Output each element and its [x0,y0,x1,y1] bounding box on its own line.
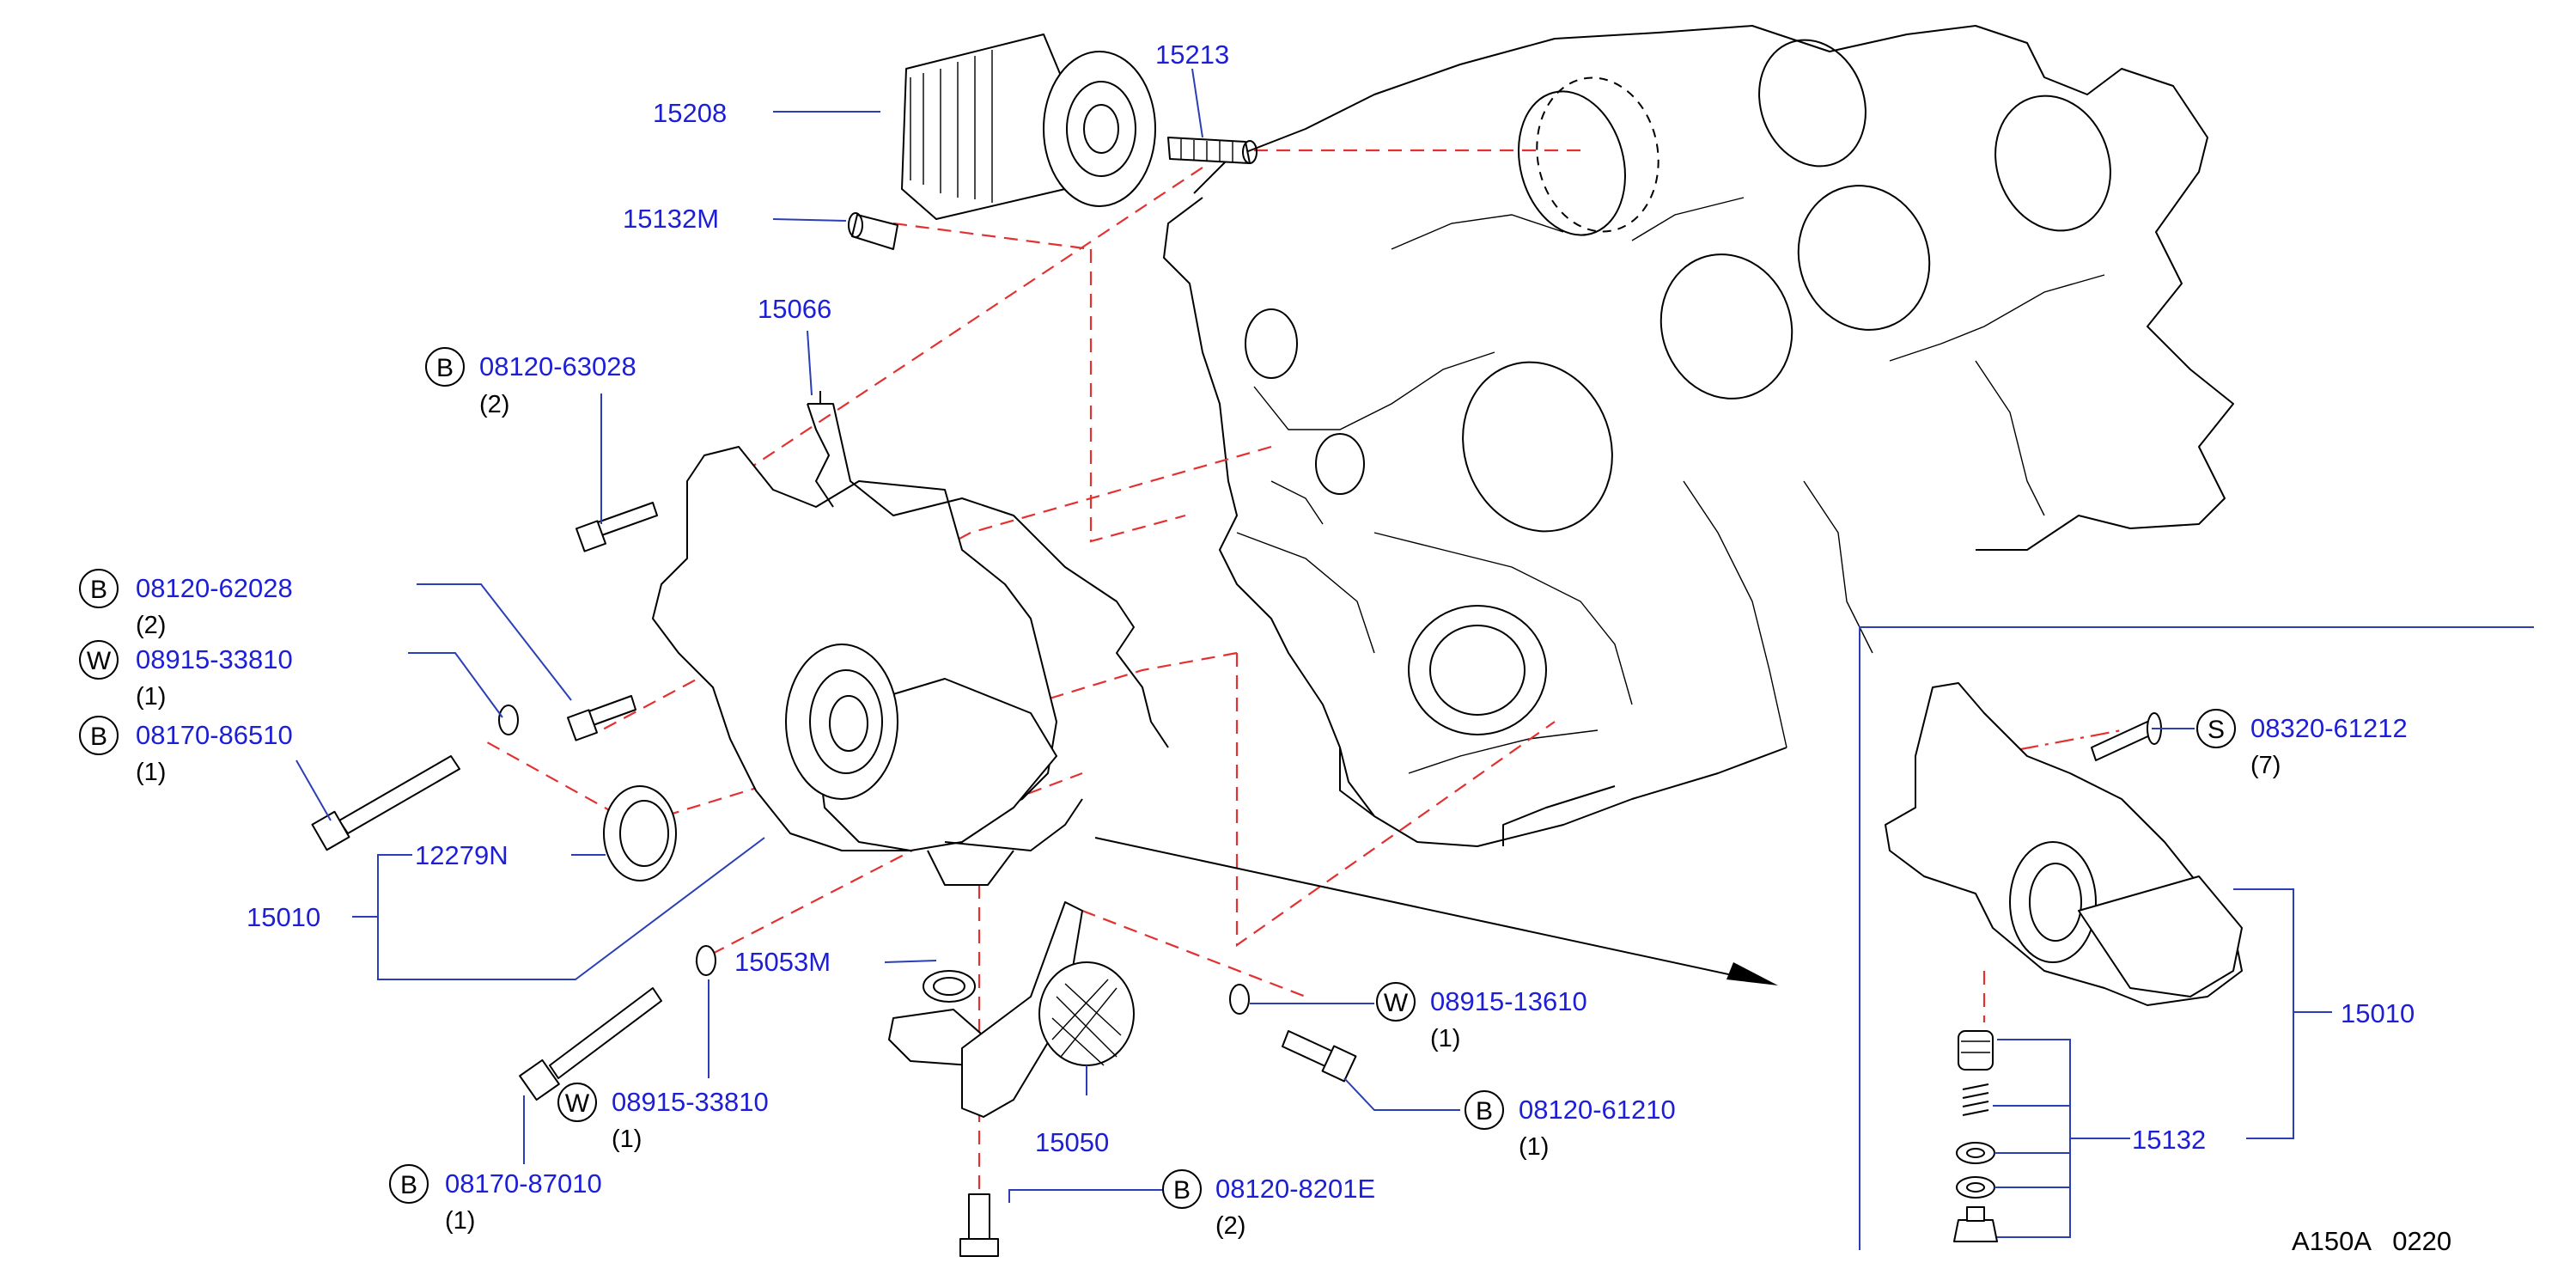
label-15066: 15066 [758,294,831,324]
fastener-quantity: (1) [612,1126,642,1153]
fastener-quantity: (2) [1215,1212,1245,1240]
fastener-symbol: B [90,576,107,604]
label-15213: 15213 [1155,40,1229,70]
oil-filter-drawing [901,34,1156,220]
stud-drawing [1167,137,1258,164]
fastener-part-number: 08915-33810 [612,1087,769,1117]
fastener-symbol: W [87,647,112,675]
fastener-callout: S 08320-61212 (7) [2196,709,2408,779]
fastener-symbol: B [1476,1097,1493,1126]
fastener-part-number: 08120-63028 [479,351,636,381]
fastener-quantity: (1) [1430,1025,1460,1052]
fastener-callout: B 08120-62028 (2) [79,569,293,639]
part-labels: 15208 15213 15132M 15066 12279N 15010 15… [247,40,2415,1157]
oil-strainer-drawing [888,901,1135,1118]
fastener-quantity: (7) [2250,752,2281,779]
fastener-callout: B 08170-87010 (1) [389,1164,602,1235]
diagram-code: A150A 0220 [2292,1226,2451,1256]
gasket-drawing [807,391,1169,748]
oil-seal-drawing [603,785,677,882]
label-15053M: 15053M [734,947,831,977]
leader-lines [295,68,2332,1238]
fastener-callout: B 08120-8201E (2) [1162,1169,1375,1240]
fastener-symbol: W [1384,989,1409,1017]
fastener-quantity: (1) [136,759,166,786]
fastener-symbol: B [436,354,454,382]
fastener-symbol: S [2208,716,2225,744]
fastener-part-number: 08915-13610 [1430,986,1587,1016]
dowel-pin-drawing [848,212,898,250]
fastener-symbol: B [1173,1176,1191,1205]
fastener-part-number: 08320-61212 [2250,713,2408,743]
engine-block-drawing [1163,25,2234,847]
label-15132M: 15132M [623,204,719,234]
label-15132: 15132 [2132,1125,2206,1155]
fastener-part-number: 08120-62028 [136,573,293,603]
fastener-callout: B 08170-86510 (1) [79,716,293,786]
fastener-quantity: (1) [445,1207,475,1235]
fastener-part-number: 08170-87010 [445,1168,602,1199]
fastener-callout: B 08120-63028 (2) [425,347,636,418]
fastener-part-number: 08120-61210 [1519,1095,1676,1125]
fastener-callout: W 08915-33810 (1) [79,640,293,711]
fastener-part-number: 08915-33810 [136,644,293,674]
fastener-part-number: 08170-86510 [136,720,293,750]
detail-box [1859,626,2534,1250]
fastener-quantity: (1) [136,683,166,711]
bolts-drawing [311,502,1357,1257]
fastener-quantity: (2) [479,391,509,418]
fastener-callout: W 08915-33810 (1) [557,1083,769,1153]
fastener-quantity: (2) [136,612,166,639]
detail-arrow [1094,837,1778,985]
label-15050: 15050 [1035,1127,1109,1157]
fastener-symbol: W [565,1089,590,1118]
label-15208: 15208 [653,98,727,128]
fastener-quantity: (1) [1519,1133,1549,1161]
detail-oil-pump-drawing [1885,682,2243,1006]
fastener-callout: W 08915-13610 (1) [1376,982,1587,1052]
label-15010-detail: 15010 [2341,998,2415,1028]
fastener-callout: B 08120-61210 (1) [1465,1090,1676,1161]
fastener-symbol: B [90,723,107,751]
label-15010-main: 15010 [247,902,320,932]
oil-pump-body-drawing [652,446,1083,886]
relief-valve-parts-drawing [1953,1030,1998,1242]
fastener-part-number: 08120-8201E [1215,1174,1375,1204]
label-12279N: 12279N [415,840,509,870]
fastener-symbol: B [400,1171,417,1199]
